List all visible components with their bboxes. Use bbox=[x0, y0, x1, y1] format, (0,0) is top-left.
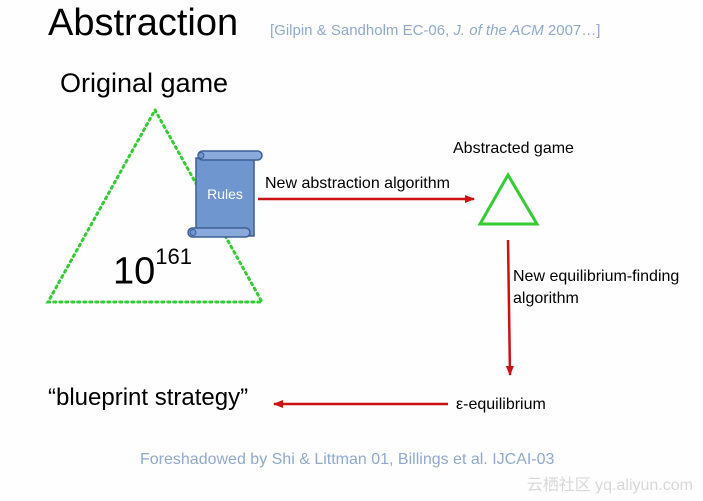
original-game-label: Original game bbox=[60, 68, 229, 98]
game-size-label: 10161 bbox=[113, 244, 192, 294]
game-size-base: 10 bbox=[113, 250, 156, 293]
blueprint-strategy-label: “blueprint strategy” bbox=[48, 384, 249, 411]
rules-label: Rules bbox=[207, 186, 243, 202]
new-abstraction-label: New abstraction algorithm bbox=[265, 175, 450, 192]
game-size-exponent: 161 bbox=[155, 244, 192, 269]
abstracted-game-triangle bbox=[477, 172, 540, 226]
foreshadowed-note: Foreshadowed by Shi & Littman 01, Billin… bbox=[140, 451, 555, 468]
citation-suffix: 2007…] bbox=[543, 22, 601, 39]
citation-prefix: [Gilpin & Sandholm EC-06, bbox=[270, 22, 454, 39]
epsilon-equilibrium-label: ε-equilibrium bbox=[456, 396, 546, 413]
equilibrium-finding-label: New equilibrium-finding algorithm bbox=[513, 268, 680, 307]
citation-journal: J. of the ACM bbox=[453, 22, 544, 39]
slide-title: Abstraction bbox=[48, 2, 239, 44]
citation: [Gilpin & Sandholm EC-06, J. of the ACM … bbox=[270, 22, 600, 39]
watermark: 云栖社区 yq.aliyun.com bbox=[526, 477, 693, 494]
abstracted-game-label: Abstracted game bbox=[453, 140, 574, 157]
equilibrium-finding-arrow bbox=[505, 239, 514, 376]
rules-scroll-icon bbox=[187, 150, 263, 238]
